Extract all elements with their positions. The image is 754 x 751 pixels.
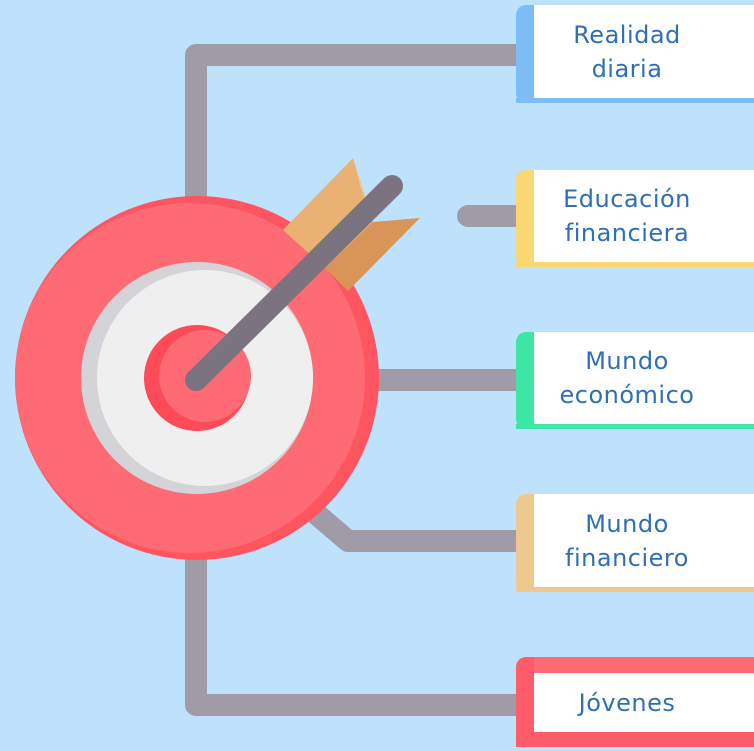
card-mundo-financiero: Mundo financiero: [516, 494, 754, 592]
card-label: Mundo económico: [559, 347, 695, 409]
card-label: Mundo financiero: [565, 509, 689, 572]
connector-realidad: [185, 44, 533, 226]
connector-jovenes: [185, 534, 533, 716]
card-label: Educación financiera: [563, 185, 691, 247]
card-label: Jóvenes: [578, 688, 676, 717]
card-accent: [516, 170, 534, 267]
card-educacion-financiera: Educación financiera: [516, 170, 754, 267]
card-accent: [516, 657, 534, 747]
connector-mundo-financiero: [289, 489, 533, 552]
card-accent: [516, 332, 534, 429]
card-realidad-diaria: Realidad diaria: [516, 5, 754, 103]
card-accent: [516, 5, 534, 103]
card-accent: [516, 494, 534, 592]
card-jovenes: Jóvenes: [516, 657, 754, 747]
card-mundo-economico: Mundo económico: [516, 332, 754, 429]
target-with-arrow-icon: [15, 158, 420, 560]
card-label: Realidad diaria: [573, 20, 681, 83]
